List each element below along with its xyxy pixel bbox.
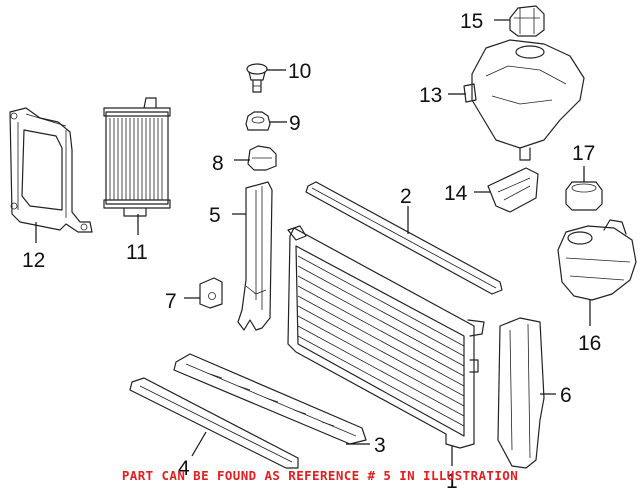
callout-8: 8: [212, 152, 224, 175]
part-17-reservoir-cap: [565, 181, 603, 211]
part-4-lower-seal-strip: [129, 377, 299, 469]
callout-1: 1: [446, 470, 458, 491]
callout-15: 15: [460, 10, 483, 33]
part-13-expansion-tank: [463, 39, 585, 161]
callout-16: 16: [578, 332, 601, 355]
part-2-upper-seal-strip: [305, 181, 503, 295]
callout-3: 3: [374, 434, 386, 457]
callout-14: 14: [444, 182, 468, 205]
part-14-bracket: [487, 167, 539, 213]
part-3-lower-air-guide: [173, 353, 367, 445]
part-12-bracket-frame: [9, 107, 93, 233]
part-10-push-rivet: [246, 63, 268, 93]
reference-notice: PART CAN BE FOUND AS REFERENCE # 5 IN IL…: [121, 468, 519, 483]
callout-11: 11: [126, 241, 148, 264]
part-15-expansion-cap: [509, 5, 545, 37]
callout-17: 17: [572, 142, 595, 165]
callout-10: 10: [288, 60, 311, 83]
part-6-right-air-duct: [497, 317, 545, 469]
part-9-grommet: [245, 111, 271, 131]
part-1-main-radiator: [287, 225, 485, 449]
callout-9: 9: [289, 112, 301, 135]
part-5-side-air-duct: [237, 181, 273, 331]
part-16-coolant-reservoir: [557, 219, 637, 301]
part-11-auxiliary-radiator: [103, 97, 171, 217]
callout-13: 13: [419, 84, 442, 107]
callout-2: 2: [400, 185, 412, 208]
callout-6: 6: [560, 384, 572, 407]
callout-12: 12: [22, 249, 45, 272]
callout-7: 7: [165, 290, 177, 313]
callout-4: 4: [178, 457, 190, 480]
part-8-rubber-mount: [247, 145, 277, 171]
callout-5: 5: [209, 204, 221, 227]
part-7-clip: [199, 277, 223, 309]
